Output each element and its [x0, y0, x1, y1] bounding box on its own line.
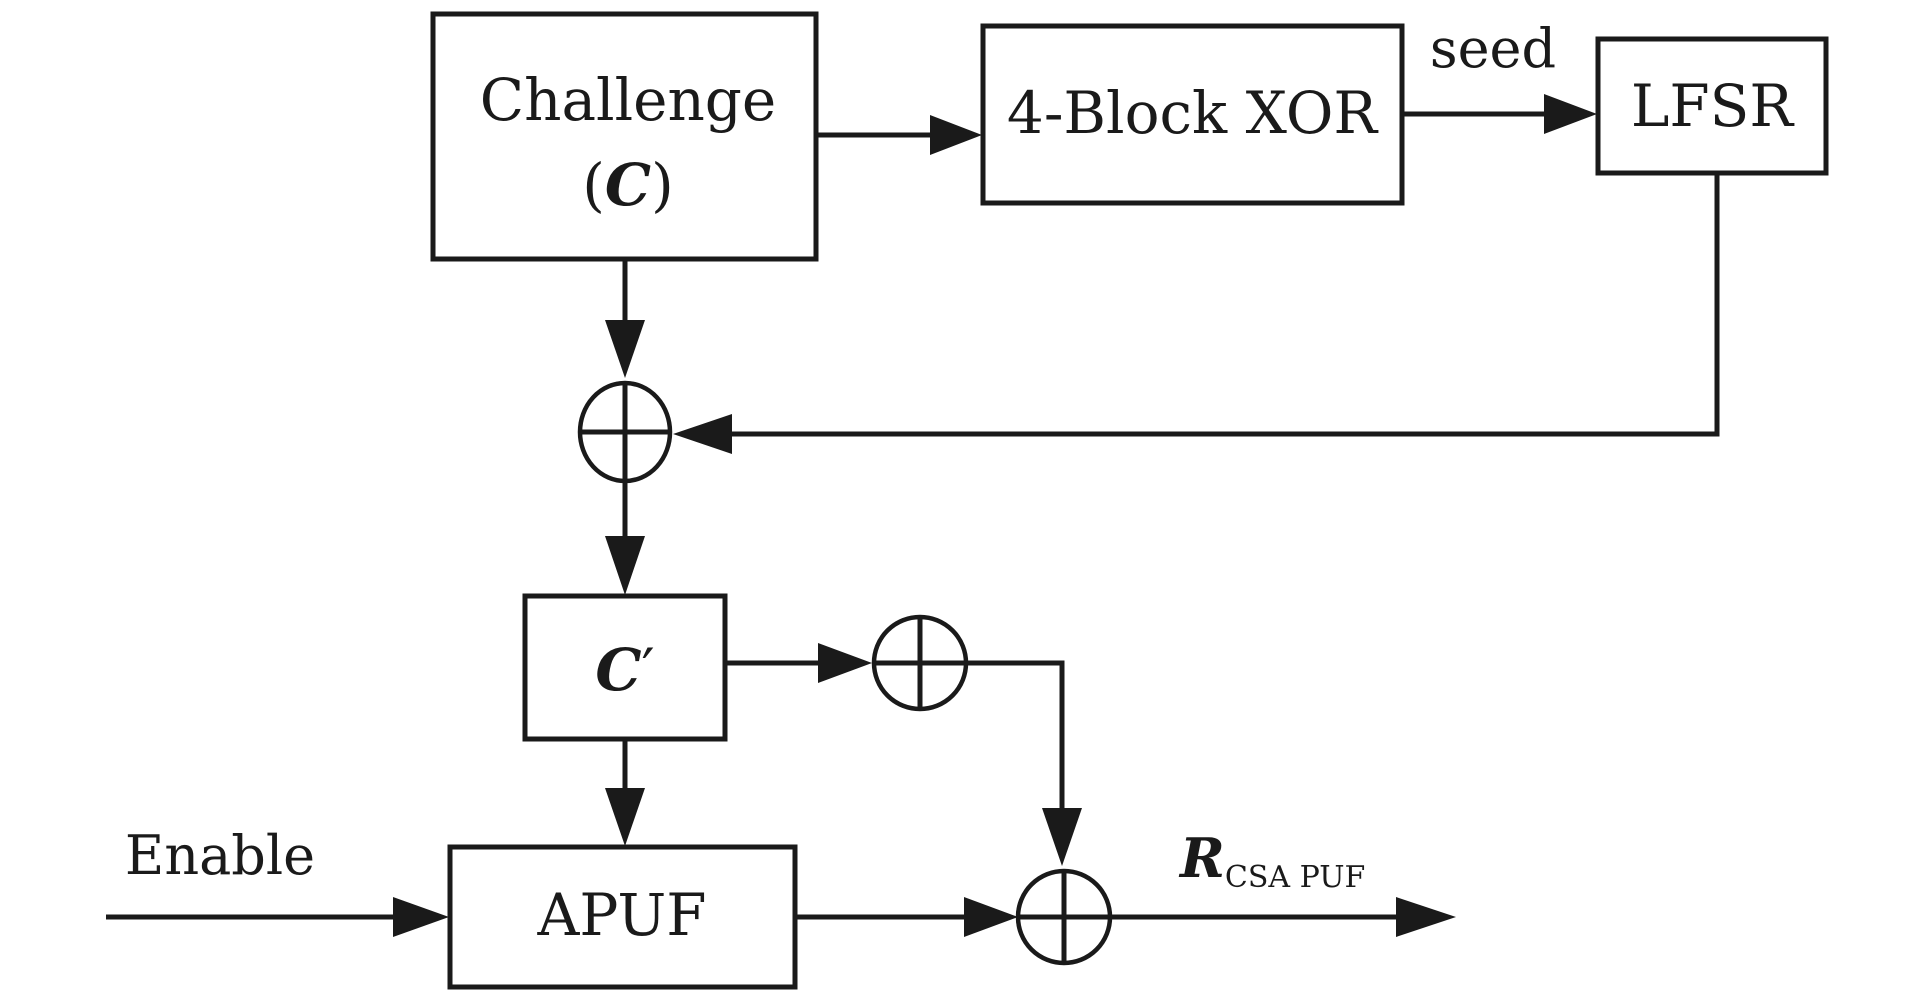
xor-to-output-xor-arrow: [968, 660, 1082, 866]
four-block-xor-block: 4-Block XOR: [980, 23, 1405, 206]
c-prime-block: C′: [522, 593, 728, 742]
challenge-block: Challenge (C): [430, 11, 819, 262]
lfsr-feedback-arrow: [673, 173, 1720, 454]
xor-to-c-prime-arrow: [605, 480, 645, 595]
lfsr-label: LFSR: [1631, 72, 1795, 140]
four-block-xor-label: 4-Block XOR: [1007, 79, 1379, 147]
enable-label: Enable: [125, 824, 315, 887]
output-arrow: [1110, 897, 1456, 937]
apuf-label: APUF: [536, 881, 706, 949]
xor-gate-middle: [871, 614, 969, 712]
challenge-label: Challenge: [480, 66, 777, 134]
lfsr-block: LFSR: [1595, 36, 1829, 176]
apuf-block: APUF: [447, 844, 798, 990]
challenge-to-xor-arrow: [816, 115, 982, 155]
xor-gate-upper: [577, 380, 673, 484]
apuf-to-output-xor-arrow: [795, 897, 1018, 937]
output-label: RCSA PUF: [1178, 826, 1365, 895]
xor-gate-output: [1015, 868, 1113, 966]
challenge-var-label: (C): [582, 151, 673, 219]
seed-label: seed: [1430, 17, 1556, 80]
c-prime-to-apuf-arrow: [605, 739, 645, 846]
enable-arrow: [106, 897, 449, 937]
c-prime-label: C′: [595, 636, 654, 704]
c-prime-to-xor-arrow: [725, 643, 872, 683]
challenge-to-xor-gate-arrow: [605, 259, 645, 378]
seed-arrow: [1402, 94, 1597, 134]
